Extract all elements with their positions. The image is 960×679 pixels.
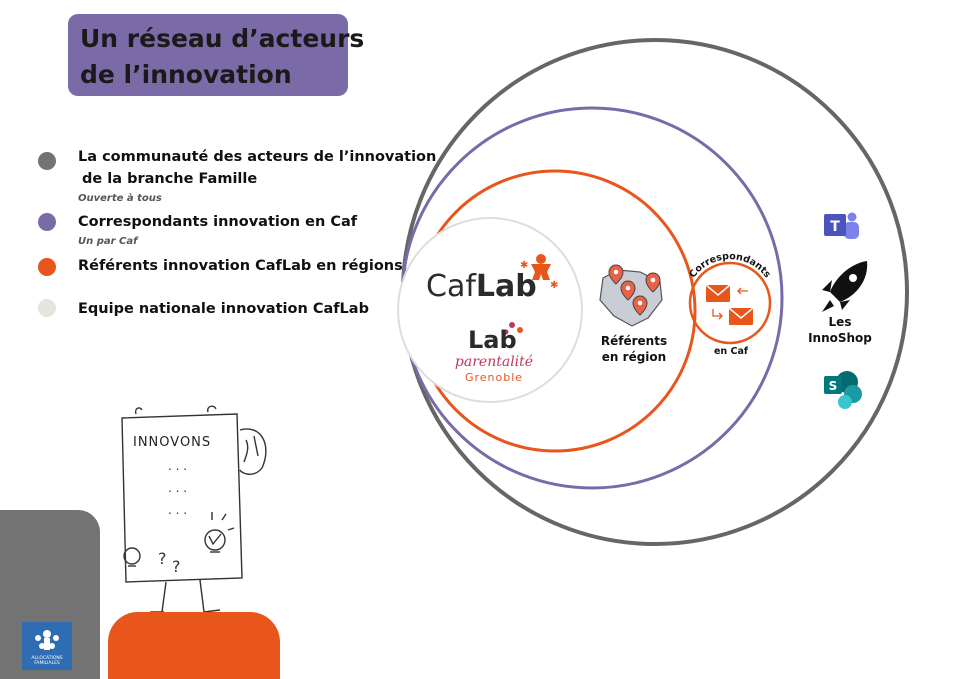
caf-logo: ALLOCATIONS FAMILIALES — [22, 622, 72, 670]
circle-correspondants-icon — [688, 261, 772, 345]
legend-dot-equipe — [38, 299, 56, 317]
sketch-question-2: ? — [172, 557, 181, 576]
sketch-dots-2: . . . — [168, 481, 187, 495]
caflab-figure-icon: ✱ ✱ — [520, 254, 558, 291]
lab-parentalite-city: Grenoble — [464, 371, 524, 384]
rocket-icon — [822, 261, 868, 312]
svg-text:✱: ✱ — [520, 260, 528, 271]
caf-logo-mark-icon — [35, 630, 59, 650]
svg-text:S: S — [829, 379, 838, 393]
map-pins-icon — [599, 264, 663, 327]
teams-icon: T — [824, 212, 859, 239]
title-line-1: Un réseau d’acteurs — [80, 24, 365, 53]
sketch-sign-title: INNOVONS — [133, 435, 211, 450]
sketch-question-1: ? — [158, 549, 167, 568]
legend-sub-community: Ouverte à tous — [78, 193, 162, 204]
svg-text:T: T — [830, 219, 840, 235]
sharepoint-icon: S — [824, 371, 862, 409]
caflab-logo-lab: Lab — [475, 269, 537, 304]
caflab-logo-caf: Caf — [426, 269, 476, 304]
sketch-dots-3: . . . — [168, 503, 187, 517]
legend-label-community: La communauté des acteurs de l’innovatio… — [78, 149, 437, 165]
title-banner — [68, 14, 348, 96]
svg-text:✱: ✱ — [550, 280, 558, 291]
orange-pedestal-block — [108, 612, 280, 679]
legend-label-equipe: Equipe nationale innovation CafLab — [78, 301, 369, 317]
lab-parentalite-lab: Lab — [468, 326, 517, 354]
legend-dot-referents — [38, 258, 56, 276]
title-line-2: de l’innovation — [80, 60, 292, 89]
legend-sub-correspondants: Un par Caf — [78, 236, 138, 247]
caf-logo-text: ALLOCATIONS FAMILIALES — [31, 656, 63, 666]
legend-label-correspondants: Correspondants innovation en Caf — [78, 214, 358, 230]
legend-dot-community — [38, 152, 56, 170]
lab-parentalite-word: parentalité — [454, 354, 534, 370]
lab-parentalite-figure-icon — [503, 322, 523, 335]
legend-dot-correspondants — [38, 213, 56, 231]
sketch-dots-1: . . . — [168, 459, 187, 473]
envelope-exchange-icon — [705, 284, 754, 325]
caflab-logo: CafLab — [426, 270, 537, 304]
correspondants-arc-bottom-label: en Caf — [714, 346, 749, 357]
legend-label-referents: Référents innovation CafLab en régions — [78, 258, 403, 274]
legend-label-community-line2: de la branche Famille — [82, 171, 258, 187]
